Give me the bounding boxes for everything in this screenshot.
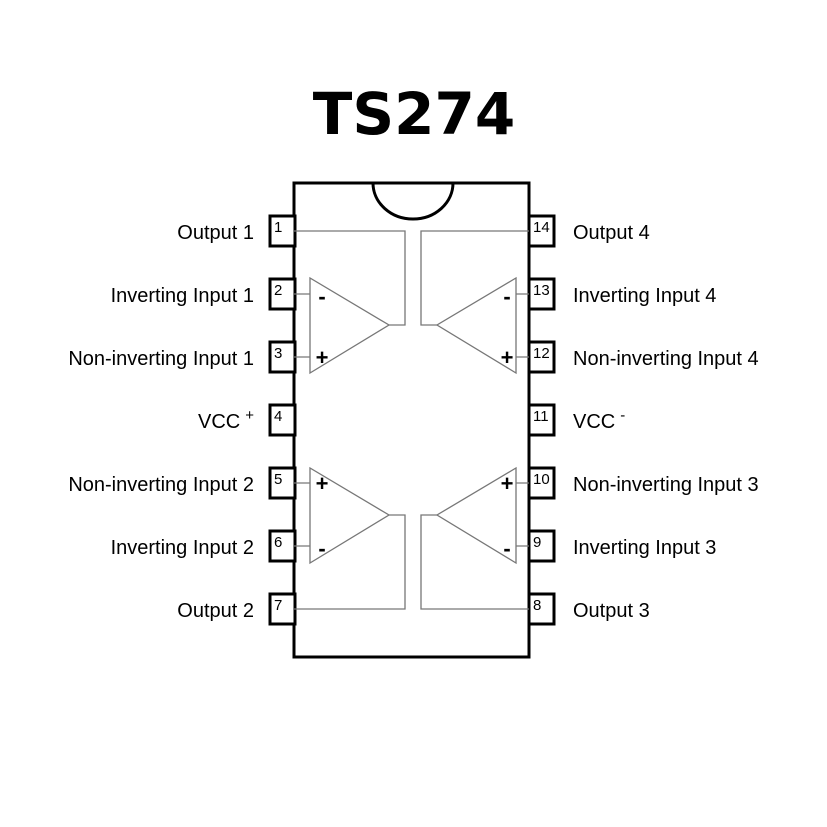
pin-label: Output 3 — [573, 600, 650, 622]
pin-label-text: Non-inverting Input 3 — [573, 474, 759, 496]
pin-1: 1 Output 1 — [177, 214, 297, 248]
opamp-3: -+ — [420, 466, 529, 610]
pin-box — [527, 403, 556, 437]
pin-5: 5 Non-inverting Input 2 — [68, 466, 297, 500]
input-leads — [516, 293, 529, 358]
pin-label: Inverting Input 2 — [111, 537, 254, 559]
pin-12: 12 Non-inverting Input 4 — [527, 340, 759, 374]
pin-label: Inverting Input 3 — [573, 537, 716, 559]
opamp-1: -+ — [294, 230, 406, 375]
input-leads — [516, 482, 529, 547]
opamp-4: -+ — [420, 230, 529, 375]
pin-label-text: Output 3 — [573, 600, 650, 622]
input-leads — [294, 293, 310, 358]
pin-label: Non-inverting Input 2 — [68, 474, 254, 496]
output-lead — [294, 230, 406, 326]
pin-number: 7 — [274, 597, 282, 614]
output-lead — [420, 230, 529, 326]
pin-label-text: Output 4 — [573, 222, 650, 244]
pin-3: 3 Non-inverting Input 1 — [68, 340, 297, 374]
pin-label: Non-inverting Input 1 — [68, 348, 254, 370]
pin-label-text: Output 1 — [177, 222, 254, 244]
pin-13: 13 Inverting Input 4 — [527, 277, 716, 311]
pin-label: VCC + — [198, 407, 254, 433]
opamp-triangle — [309, 466, 391, 565]
pin-10: 10 Non-inverting Input 3 — [527, 466, 759, 500]
pin-label: Non-inverting Input 3 — [573, 474, 759, 496]
orientation-notch — [371, 182, 455, 221]
pin-label-text: VCC — [198, 411, 240, 433]
input-leads — [294, 482, 310, 547]
pin-number: 8 — [533, 597, 541, 614]
opamp-triangle — [309, 276, 391, 375]
pin-label-text: Inverting Input 2 — [111, 537, 254, 559]
pin-label-superscript: - — [620, 407, 625, 424]
minus-sign: - — [503, 536, 510, 561]
pin-number: 4 — [274, 408, 282, 425]
pin-label: Output 2 — [177, 600, 254, 622]
pin-7: 7 Output 2 — [177, 592, 297, 626]
plus-sign: + — [316, 471, 329, 496]
pin-number: 9 — [533, 534, 541, 551]
pin-number: 13 — [533, 282, 550, 299]
pin-label-text: VCC — [573, 411, 615, 433]
pin-14: 14 Output 4 — [527, 214, 650, 248]
pin-2: 2 Inverting Input 1 — [111, 277, 297, 311]
minus-sign: - — [503, 284, 510, 309]
pin-label: Output 4 — [573, 222, 650, 244]
pin-label-text: Output 2 — [177, 600, 254, 622]
pin-label: Non-inverting Input 4 — [573, 348, 759, 370]
pin-label-text: Non-inverting Input 4 — [573, 348, 759, 370]
pin-label: Inverting Input 4 — [573, 285, 716, 307]
chip-body — [292, 181, 531, 659]
plus-sign: + — [501, 471, 514, 496]
pin-label-text: Inverting Input 3 — [573, 537, 716, 559]
output-lead — [294, 514, 406, 610]
plus-sign: + — [316, 345, 329, 370]
pin-6: 6 Inverting Input 2 — [111, 529, 297, 563]
pin-4: 4 VCC + — [198, 403, 297, 437]
opamp-triangle — [435, 276, 517, 375]
pin-number: 3 — [274, 345, 282, 362]
pin-number: 10 — [533, 471, 550, 488]
pin-number: 6 — [274, 534, 282, 551]
pin-number: 5 — [274, 471, 282, 488]
pin-number: 14 — [533, 219, 550, 236]
pin-label-text: Inverting Input 1 — [111, 285, 254, 307]
pin-label-text: Non-inverting Input 2 — [68, 474, 254, 496]
pin-label: Inverting Input 1 — [111, 285, 254, 307]
chip-title: TS274 — [313, 80, 515, 148]
plus-sign: + — [501, 345, 514, 370]
pin-9: 9 Inverting Input 3 — [527, 529, 716, 563]
output-lead — [420, 514, 529, 610]
minus-sign: - — [318, 536, 325, 561]
pin-box — [268, 403, 297, 437]
opamp-triangle — [435, 466, 517, 565]
pin-label: Output 1 — [177, 222, 254, 244]
pin-11: 11 VCC- — [527, 403, 625, 437]
minus-sign: - — [318, 284, 325, 309]
pin-number: 1 — [274, 219, 282, 236]
pin-8: 8 Output 3 — [527, 592, 650, 626]
pin-label-text: Inverting Input 4 — [573, 285, 716, 307]
pin-label-text: Non-inverting Input 1 — [68, 348, 254, 370]
pin-number: 11 — [533, 408, 549, 425]
pin-number: 2 — [274, 282, 282, 299]
pin-number: 12 — [533, 345, 550, 362]
opamp-2: -+ — [294, 466, 406, 610]
pin-label-superscript: + — [245, 407, 254, 424]
pin-label: VCC- — [573, 407, 625, 433]
